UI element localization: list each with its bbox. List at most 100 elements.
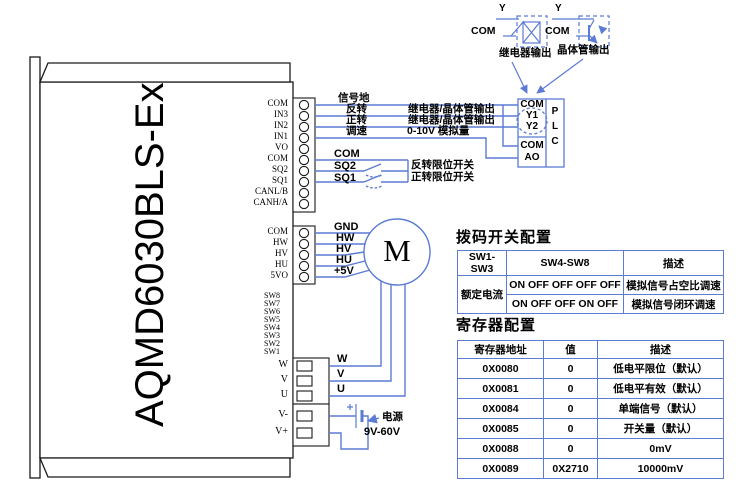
transistor-output-label: 晶体管输出 [557, 44, 610, 56]
pin-label-in3: IN3 [274, 109, 288, 119]
pin-label-v: V [280, 374, 288, 385]
terminal-square [296, 360, 313, 372]
reg-cell-desc: 低电平限位（默认） [597, 358, 724, 379]
register-table: 寄存器地址 值 描述 0X0080 0 低电平限位（默认） 0X0081 0 低… [457, 340, 724, 479]
relay-dashed-box [516, 15, 548, 48]
pin-label-canlb: CANL/B [254, 186, 288, 196]
pin-label-sq1: SQ1 [271, 175, 288, 185]
label-w: W [337, 353, 348, 365]
label-signal-gnd: 信号地 [338, 92, 370, 104]
label-speed: 调速 [346, 125, 367, 137]
label-rev-limit: 反转限位开关 [411, 159, 474, 171]
pin-label-com: COM [267, 98, 288, 108]
pin-label-sw1: SW1 [264, 347, 280, 356]
limit-switch-sq1-arc [365, 185, 383, 189]
terminal-circle [298, 165, 310, 177]
plc-block [516, 98, 565, 168]
reg-cell-desc: 0mV [597, 438, 724, 459]
battery-plus-sign [347, 404, 353, 410]
power-leader-arrow [367, 413, 380, 424]
pin-label-hall-hu: HU [275, 259, 288, 269]
terminal-square [296, 375, 313, 387]
terminal-circle [298, 154, 310, 166]
leader-arrow-relay [511, 61, 528, 94]
plc-com-bottom: COM [520, 140, 544, 151]
dip-cell-group: 额定电流 [457, 275, 507, 314]
pin-label-w: W [278, 359, 288, 370]
label-relay-out2: 继电器/晶体管输出 [408, 114, 495, 126]
wire-signal-gnd-branch [502, 105, 518, 147]
pin-label-sw3: SW3 [264, 331, 280, 340]
pin-label-in2: IN2 [274, 120, 288, 130]
reg-cell-desc: 10000mV [597, 458, 724, 479]
plc-y1y2-ellipse [516, 107, 548, 135]
reg-cell-val: 0 [543, 398, 598, 419]
terminal-circle [298, 249, 310, 261]
reg-cell-addr: 0X0085 [457, 418, 544, 439]
device-model-label: AQMD6030BLS-Ex [128, 82, 172, 427]
dip-header-desc: 描述 [623, 250, 724, 276]
plc-letter-p: P [551, 106, 559, 117]
terminal-circle [298, 198, 310, 210]
reg-cell-desc: 开关量（默认） [597, 418, 724, 439]
transistor-emitter [588, 34, 598, 44]
relay-contact [510, 20, 525, 37]
terminal-circle [298, 143, 310, 155]
relay-output-symbol [496, 15, 548, 48]
limit-switch-sq1 [363, 174, 382, 183]
label-analog: 0-10V 模拟量 [407, 125, 470, 137]
top-flange [39, 62, 291, 83]
label-power-range: 9V-60V [364, 426, 401, 438]
reg-cell-addr: 0X0084 [457, 398, 544, 419]
pin-label-vminus: V- [278, 409, 288, 420]
pin-label-sw7: SW7 [264, 299, 280, 308]
wire-hu [315, 260, 366, 267]
dip-cell-row2-desc: 模拟信号闭环调速 [623, 294, 724, 314]
label-sq1: SQ1 [334, 172, 357, 184]
pin-label-sw8: SW8 [264, 291, 280, 300]
transistor-com-label: COM [545, 25, 570, 37]
pin-label-hall-hv: HV [275, 248, 288, 258]
limit-switch-sq2 [363, 163, 382, 172]
plc-y2: Y2 [525, 121, 539, 132]
pin-label-canha: CANH/A [253, 197, 288, 207]
reg-cell-val: 0X2710 [543, 458, 598, 479]
dip-cell-row2-sw: ON OFF OFF ON OFF [506, 294, 624, 314]
transistor-arrow [598, 25, 608, 35]
pin-label-vplus: V+ [275, 426, 288, 437]
reg-cell-addr: 0X0080 [457, 358, 544, 379]
dip-header-sw48: SW4-SW8 [506, 250, 624, 276]
label-hu: HU [336, 254, 352, 266]
pin-label-sw4: SW4 [264, 323, 280, 332]
wire-hv [315, 251, 365, 256]
relay-com-label: COM [471, 25, 496, 37]
wire-v-plus [329, 415, 369, 450]
relay-coil-box [522, 21, 541, 44]
relay-y-label: Y [499, 3, 506, 14]
wire-phase-u [329, 283, 406, 397]
label-power: 电源 [382, 411, 403, 423]
terminal-square [296, 427, 313, 439]
reg-cell-desc: 低电平有效（默认） [597, 378, 724, 399]
plc-y1: Y1 [525, 110, 539, 121]
transistor-y-label: Y [555, 3, 562, 14]
terminal-circle [298, 260, 310, 272]
reg-cell-val: 0 [543, 378, 598, 399]
wire-phase-v [329, 284, 392, 382]
terminal-circle [298, 110, 310, 122]
terminal-circle [298, 227, 310, 239]
pin-label-sw6: SW6 [264, 307, 280, 316]
pin-label-in1: IN1 [274, 131, 288, 141]
dip-table-title: 拨码开关配置 [456, 229, 553, 246]
wire-5v [315, 269, 371, 278]
transistor-collector [588, 19, 595, 30]
label-com: COM [334, 148, 360, 160]
reg-cell-desc: 单端信号（默认） [597, 398, 724, 419]
terminal-block-power [292, 403, 330, 447]
label-hv: HV [336, 243, 352, 255]
reg-cell-val: 0 [543, 438, 598, 459]
reg-cell-val: 0 [543, 358, 598, 379]
dip-cell-row1-desc: 模拟信号占空比调速 [623, 275, 724, 295]
